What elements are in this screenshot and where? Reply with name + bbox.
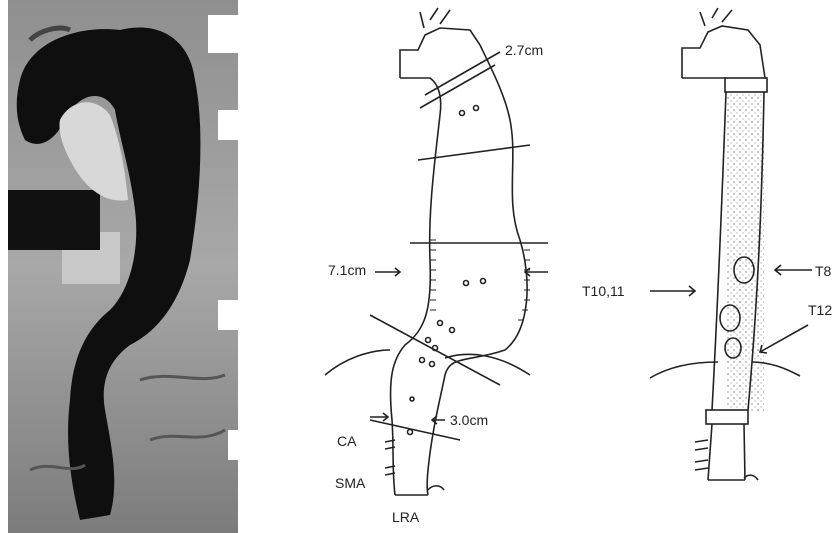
- plaque-dot: [464, 281, 469, 286]
- measure-line-2-7b: [425, 52, 500, 95]
- arrow-t12: [760, 325, 808, 353]
- arrow-3-0-right: [432, 416, 445, 424]
- section-line-low: [370, 420, 460, 440]
- mask-block: [218, 110, 238, 140]
- arrow-t8: [775, 265, 812, 275]
- label-t10-11: T10,11: [582, 283, 625, 299]
- plaque-dot: [474, 106, 479, 111]
- plaque-dot: [438, 321, 443, 326]
- graft-lra-icon: [744, 475, 758, 480]
- label-t12: T12: [808, 302, 832, 318]
- arrow-7-1-right: [525, 268, 548, 276]
- arch-lower-outline: [400, 78, 441, 115]
- diaphragm-left: [325, 350, 390, 375]
- plaque-dot: [481, 279, 486, 284]
- plaque-dot: [430, 362, 435, 367]
- plaque-dot: [410, 397, 414, 401]
- graft-visceral-branch-icon: [695, 440, 708, 470]
- mask-block: [228, 430, 238, 460]
- label-sma: SMA: [335, 475, 366, 491]
- graft-arch-outline: [682, 26, 765, 78]
- arrow-t10-11: [650, 286, 695, 296]
- label-7-1cm: 7.1cm: [328, 262, 366, 278]
- diaphragm-right: [445, 354, 530, 375]
- distal-anastomosis: [706, 410, 748, 424]
- arch-branch-icon: [420, 8, 450, 28]
- plaque-dot: [460, 111, 465, 116]
- graft-diaphragm-left: [650, 362, 718, 378]
- mask-block: [208, 15, 238, 53]
- diagram-graft: [650, 8, 812, 480]
- diagram-aneurysm: [325, 8, 548, 495]
- angiogram-image: [8, 0, 238, 533]
- label-3-0cm: 3.0cm: [450, 412, 488, 428]
- distal-aorta: [708, 424, 745, 480]
- lra-branch-icon: [428, 486, 444, 490]
- label-t8: T8: [815, 263, 832, 279]
- plaque-dot: [426, 338, 431, 343]
- measure-line-2-7: [420, 65, 495, 108]
- dark-block: [8, 190, 100, 250]
- plaque-dot: [450, 328, 455, 333]
- label-lra: LRA: [392, 509, 420, 525]
- label-2-7cm: 2.7cm: [505, 42, 543, 58]
- mask-block: [218, 300, 238, 330]
- label-ca: CA: [337, 433, 357, 449]
- plaque-dot: [420, 358, 425, 363]
- proximal-anastomosis: [725, 78, 767, 92]
- plaque-dot: [408, 430, 413, 435]
- arrow-7-1-left: [375, 268, 400, 276]
- plaque-dot: [433, 346, 438, 351]
- graft-arch-branch-icon: [700, 8, 732, 26]
